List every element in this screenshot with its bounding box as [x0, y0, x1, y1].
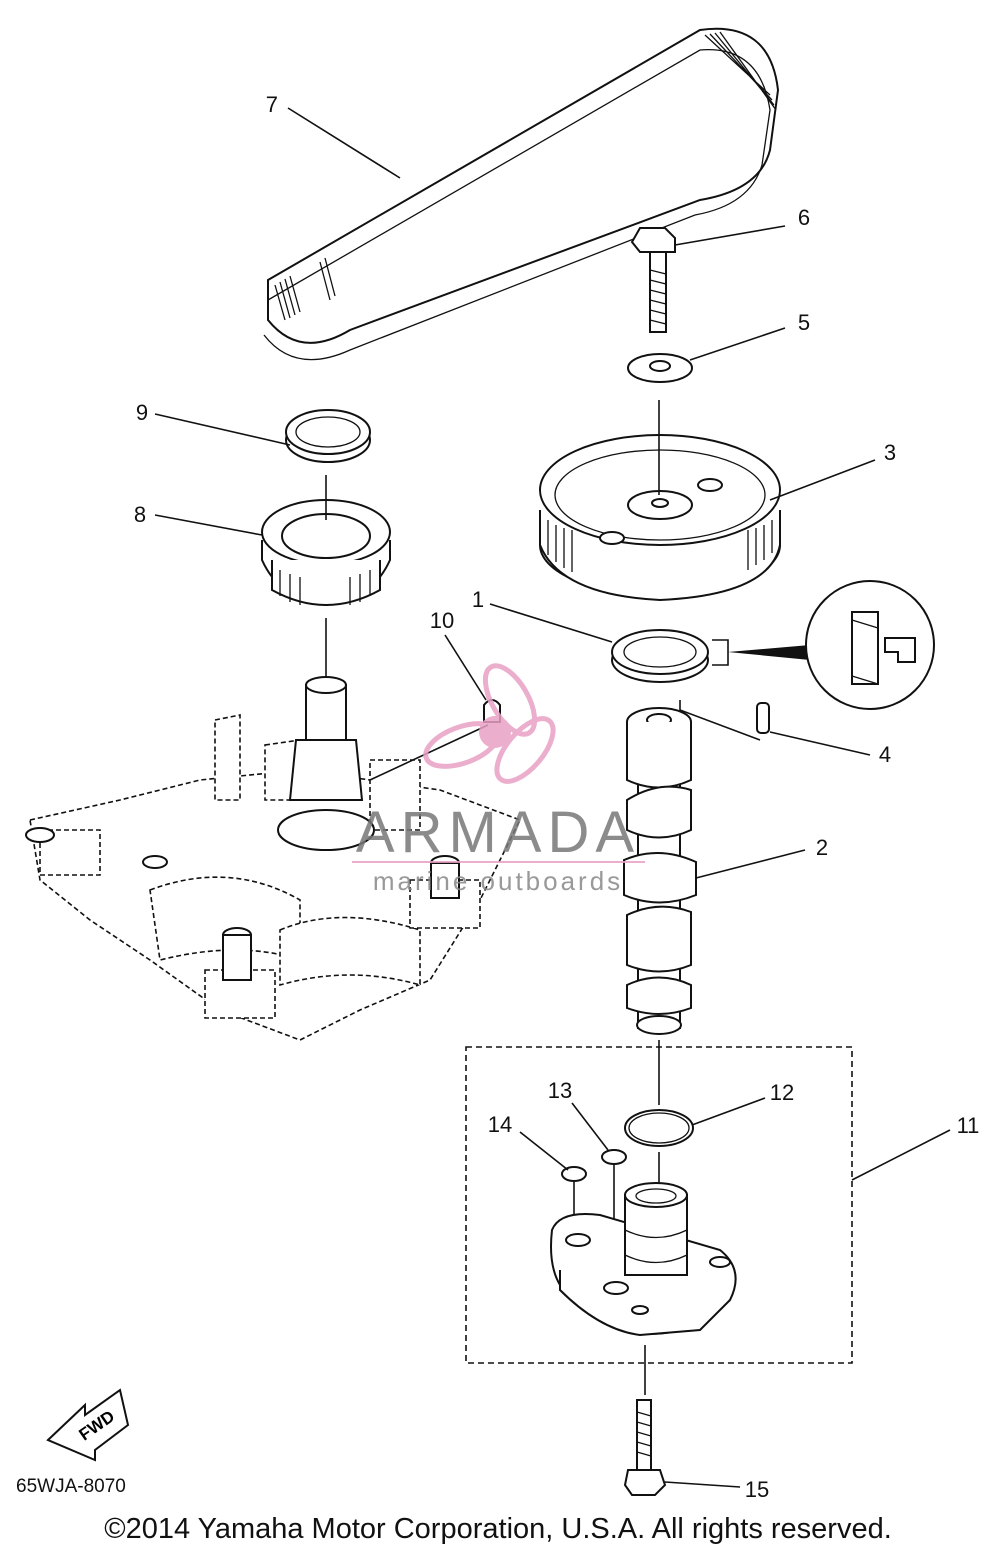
leader-lines: [154, 107, 951, 1488]
o-ring-13: [601, 1149, 627, 1285]
callout-7: 7: [266, 92, 278, 117]
drive-pulley-8: [261, 475, 391, 680]
copyright-notice: ©2014 Yamaha Motor Corporation, U.S.A. A…: [104, 1513, 892, 1545]
oil-seal-1: [611, 629, 709, 683]
callout-3: 3: [884, 440, 896, 465]
callout-13: 13: [548, 1078, 572, 1103]
washer-5: [627, 353, 693, 383]
camshaft-2: [623, 707, 697, 1105]
callout-10: 10: [430, 608, 454, 633]
callout-9: 9: [136, 400, 148, 425]
bolt-6: [630, 227, 676, 333]
callout-4: 4: [879, 742, 891, 767]
timing-belt: [263, 27, 780, 361]
callout-1: 1: [472, 587, 484, 612]
oil-pump-body: [550, 1182, 737, 1337]
callout-14: 14: [488, 1112, 512, 1137]
callout-6: 6: [798, 205, 810, 230]
callout-8: 8: [134, 502, 146, 527]
propeller-logo-icon: [423, 663, 556, 784]
oil-pump-assembly-box: [465, 1046, 853, 1364]
camshaft-pulley: [539, 434, 781, 602]
callout-11: 11: [957, 1113, 980, 1138]
callout-5: 5: [798, 310, 810, 335]
callout-labels: 7 6 5 3 9 8 1 10 4 2 11 12 13 14 15: [134, 92, 980, 1502]
cylinder-block-outline: [25, 676, 522, 1041]
callout-2: 2: [816, 835, 828, 860]
armada-watermark: ARMADA marine outboards: [352, 663, 645, 896]
dowel-pin-4: [679, 700, 770, 741]
o-ring-12: [624, 1109, 694, 1185]
watermark-brand: ARMADA: [356, 800, 640, 865]
bolt-15: [623, 1345, 667, 1496]
part-code: 65WJA-8070: [16, 1476, 126, 1497]
seal-detail-bubble: [712, 580, 935, 710]
callout-15: 15: [745, 1477, 769, 1502]
callout-12: 12: [770, 1080, 794, 1105]
oil-seal-9: [285, 409, 371, 463]
watermark-tagline: marine outboards: [373, 866, 623, 896]
fwd-arrow-icon: FWD: [46, 1388, 130, 1462]
